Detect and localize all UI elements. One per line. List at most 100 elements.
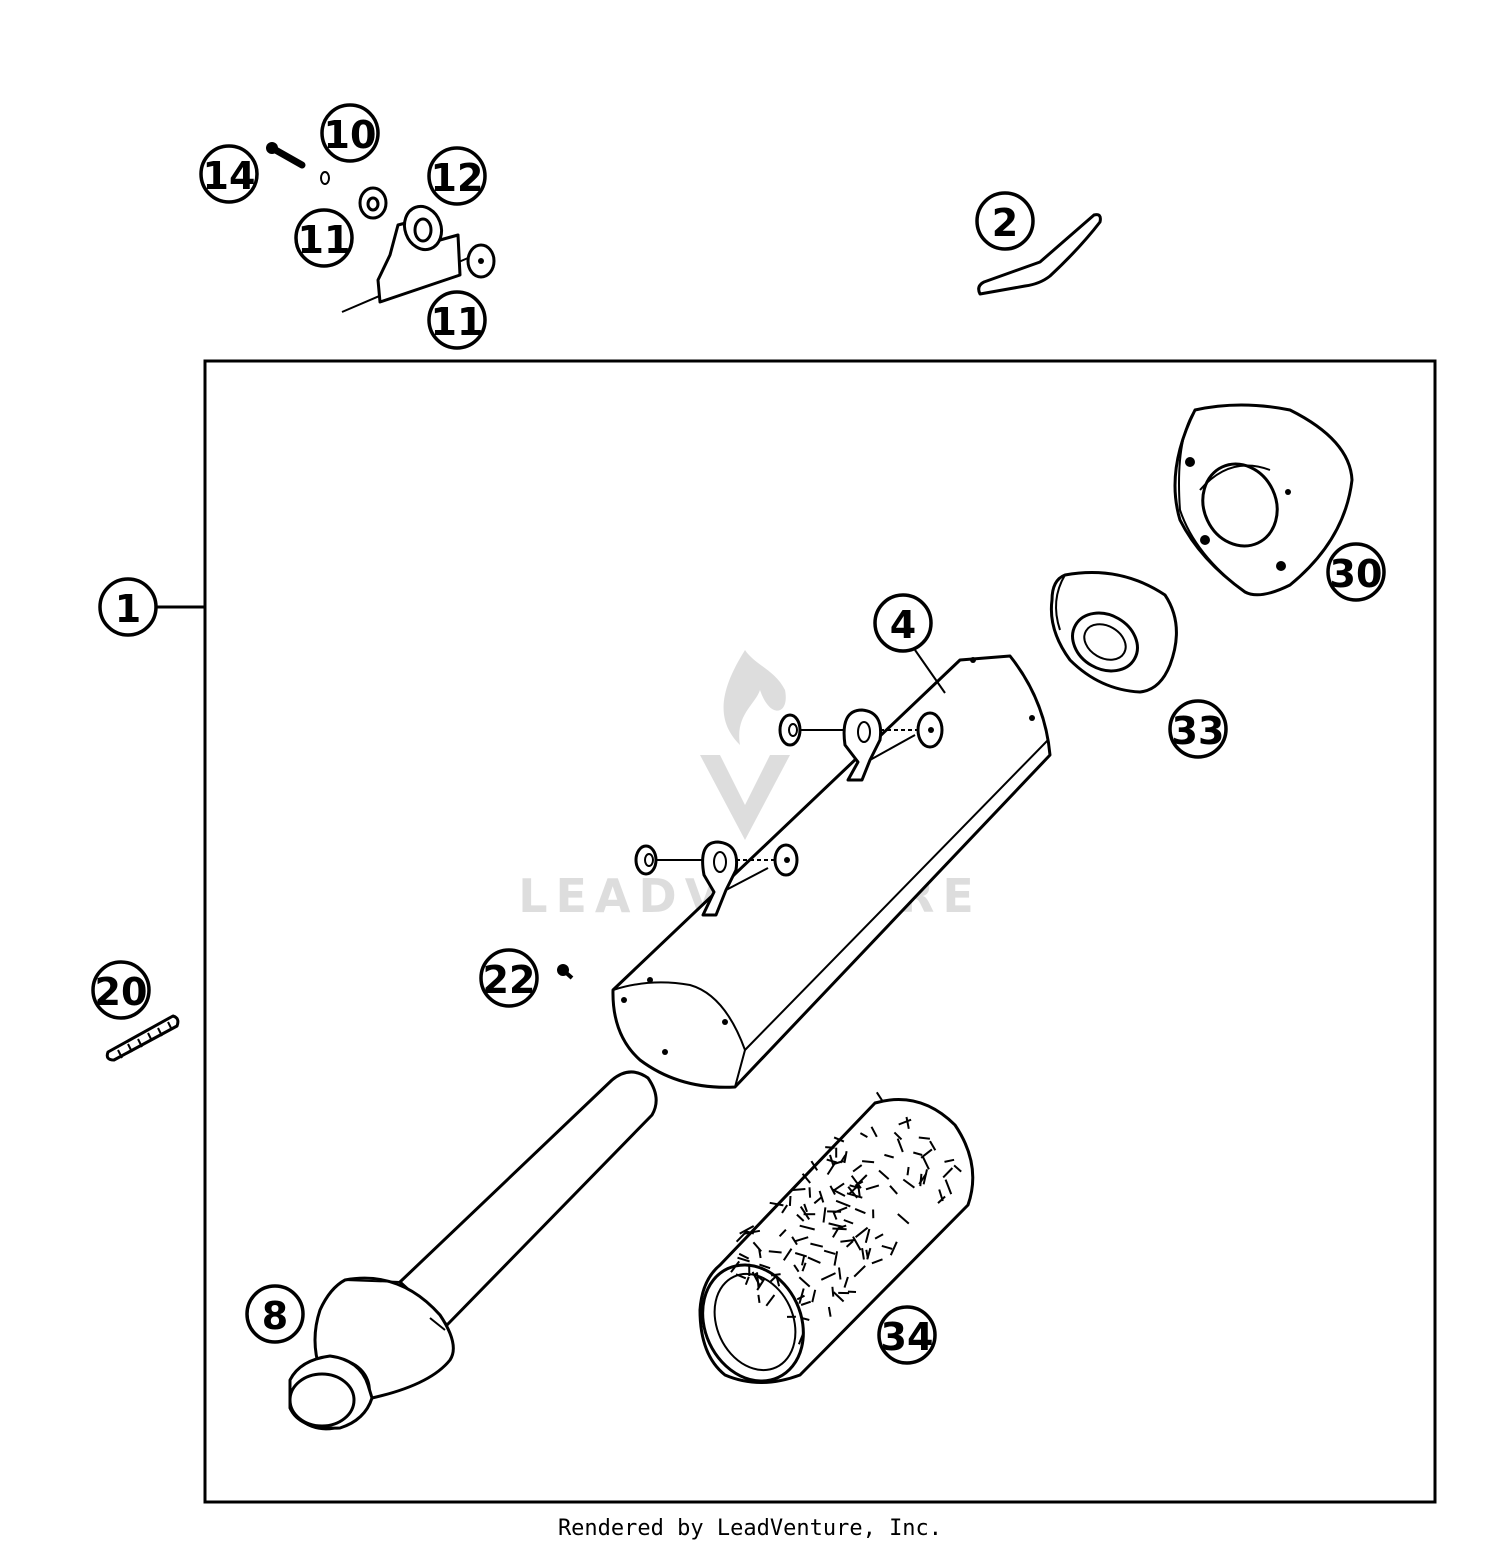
packing-speckle bbox=[833, 1136, 845, 1143]
packing-speckle bbox=[778, 1229, 787, 1237]
packing-speckle bbox=[896, 1138, 904, 1153]
packing-speckle bbox=[735, 1230, 748, 1243]
packing-speckle bbox=[921, 1156, 930, 1170]
packing-speckle bbox=[845, 1240, 854, 1248]
packing-speckle bbox=[833, 1251, 839, 1266]
packing-speckle bbox=[801, 1262, 807, 1272]
packing-speckle bbox=[769, 1201, 784, 1207]
packing-speckle bbox=[843, 1276, 849, 1288]
packing-speckle bbox=[799, 1206, 811, 1220]
callout-10: 10 bbox=[320, 103, 380, 163]
render-credit: Rendered by LeadVenture, Inc. bbox=[557, 1516, 943, 1541]
callout-12-label: 12 bbox=[431, 156, 484, 200]
packing-speckle bbox=[893, 1131, 903, 1141]
packing-speckle bbox=[862, 1160, 875, 1164]
packing-speckle bbox=[798, 1288, 805, 1304]
packing-speckle bbox=[881, 1244, 893, 1250]
packing-speckle bbox=[897, 1213, 910, 1225]
packing-speckle bbox=[765, 1294, 776, 1307]
packing-speckle bbox=[807, 1256, 821, 1264]
packing-speckle bbox=[730, 1260, 740, 1273]
packing-speckle bbox=[793, 1264, 800, 1273]
packing-speckle bbox=[768, 1250, 782, 1254]
packing-speckle bbox=[905, 1116, 910, 1129]
packing-speckle bbox=[799, 1224, 815, 1231]
callout-22: 22 bbox=[479, 948, 539, 1008]
callout-4: 4 bbox=[873, 593, 933, 653]
packing-speckle bbox=[751, 1271, 761, 1287]
packing-speckle bbox=[738, 1252, 750, 1260]
packing-speckle bbox=[801, 1255, 806, 1266]
packing-speckle bbox=[898, 1118, 912, 1126]
packing-speckle bbox=[843, 1151, 848, 1164]
callout-8-label: 8 bbox=[262, 1294, 288, 1338]
packing-speckle bbox=[754, 1272, 764, 1282]
callout-1-label: 1 bbox=[115, 587, 141, 631]
packing-speckle bbox=[832, 1291, 845, 1303]
packing-speckle bbox=[811, 1289, 817, 1303]
packing-speckle bbox=[889, 1241, 898, 1256]
callout-2: 2 bbox=[975, 191, 1035, 251]
packing-speckle bbox=[835, 1199, 851, 1208]
insert-part-33 bbox=[1049, 571, 1178, 694]
packing-speckle bbox=[843, 1219, 854, 1225]
packing-speckle bbox=[782, 1248, 793, 1261]
packing-speckle bbox=[852, 1164, 863, 1173]
packing-speckle bbox=[871, 1258, 883, 1265]
packing-speckle bbox=[822, 1207, 827, 1223]
packing-speckle bbox=[832, 1227, 847, 1231]
packing-speckle bbox=[756, 1278, 766, 1291]
callout-8: 8 bbox=[245, 1284, 305, 1344]
packing-speckle bbox=[788, 1195, 792, 1206]
packing-speckle bbox=[798, 1276, 811, 1288]
packing-speckle bbox=[853, 1265, 866, 1278]
packing-speckle bbox=[889, 1185, 898, 1195]
packing-speckle bbox=[800, 1300, 812, 1306]
packing-speckle bbox=[796, 1213, 805, 1222]
end-cap-part-30 bbox=[1173, 403, 1354, 597]
callout-11-lower: 11 bbox=[427, 290, 487, 350]
screw-part-22 bbox=[557, 964, 574, 980]
packing-speckle bbox=[849, 1184, 859, 1189]
packing-speckle bbox=[823, 1249, 836, 1255]
packing-speckle bbox=[833, 1206, 848, 1214]
packing-speckle bbox=[820, 1272, 836, 1281]
packing-speckle bbox=[865, 1249, 869, 1259]
packing-speckle bbox=[832, 1228, 839, 1238]
callout-14-label: 14 bbox=[203, 154, 256, 198]
packing-speckle bbox=[944, 1158, 955, 1163]
packing-speckle bbox=[864, 1228, 871, 1243]
callout-33: 33 bbox=[1168, 699, 1228, 759]
packing-speckle bbox=[794, 1236, 809, 1243]
packing-speckle bbox=[803, 1203, 808, 1213]
packing-speckle bbox=[831, 1182, 845, 1193]
callout-4-label: 4 bbox=[890, 603, 916, 647]
packing-speckle bbox=[918, 1172, 928, 1185]
packing-speckle bbox=[929, 1140, 937, 1151]
callout-12: 12 bbox=[427, 146, 487, 206]
callout-14: 14 bbox=[199, 144, 259, 204]
packing-speckle bbox=[791, 1236, 798, 1246]
packing-speckle bbox=[813, 1196, 823, 1205]
callout-1: 1 bbox=[98, 577, 158, 637]
packing-speckle bbox=[840, 1238, 856, 1243]
packing-speckle bbox=[838, 1267, 842, 1280]
callout-33-label: 33 bbox=[1172, 709, 1225, 753]
packing-speckle bbox=[874, 1233, 884, 1240]
packing-speckle bbox=[854, 1207, 866, 1215]
packing-speckle bbox=[906, 1166, 910, 1176]
packing-part-34 bbox=[698, 1091, 975, 1384]
packing-speckle bbox=[827, 1306, 832, 1317]
packing-speckle bbox=[810, 1160, 819, 1171]
assembly-frame bbox=[203, 359, 1437, 1504]
packing-speckle bbox=[769, 1274, 778, 1283]
callout-30-label: 30 bbox=[1330, 552, 1383, 596]
packing-speckle bbox=[808, 1187, 812, 1198]
packing-speckle bbox=[918, 1136, 931, 1140]
packing-speckle bbox=[944, 1179, 953, 1195]
packing-speckle bbox=[902, 1178, 915, 1189]
packing-speckle bbox=[735, 1273, 747, 1280]
packing-speckle bbox=[831, 1286, 835, 1297]
strap-part-2 bbox=[977, 213, 1102, 296]
inlet-pipe-part-8 bbox=[288, 1070, 658, 1431]
